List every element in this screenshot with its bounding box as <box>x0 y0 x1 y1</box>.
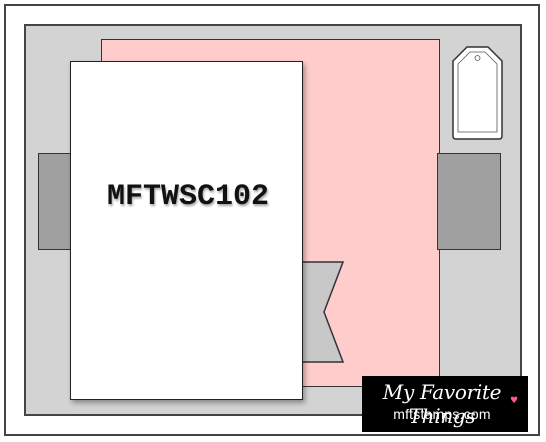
brand-logo: My Favorite Things ♥ mftstamps.com <box>362 376 528 432</box>
white-focal-panel <box>70 61 303 400</box>
left-gray-strip <box>38 153 74 250</box>
logo-url: mftstamps.com <box>393 406 491 422</box>
right-gray-strip <box>437 153 501 250</box>
heart-icon: ♥ <box>510 396 519 406</box>
logo-title: My Favorite Things <box>382 380 502 428</box>
sketch-code-label: MFTWSC102 <box>106 180 270 214</box>
